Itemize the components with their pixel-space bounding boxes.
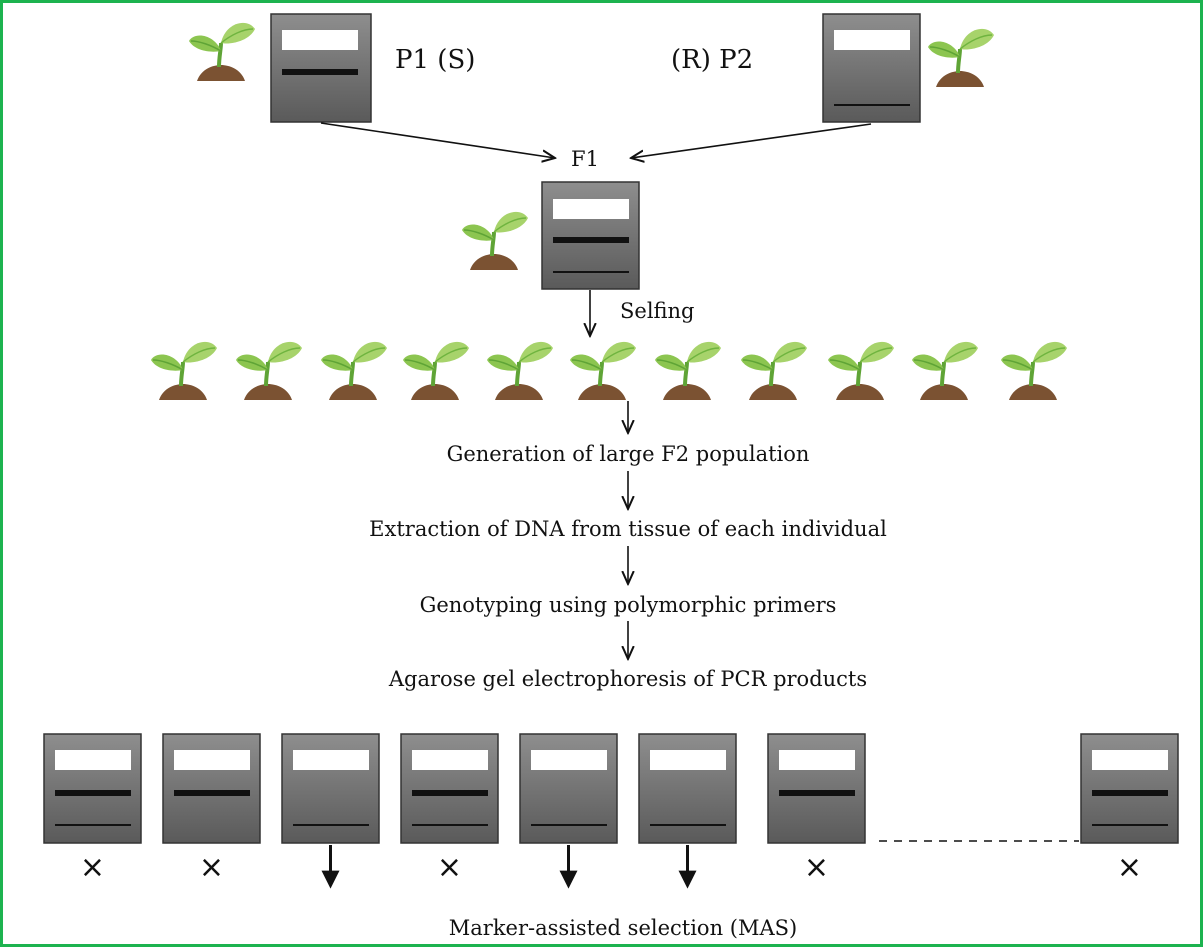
mas-diagram: P1 (S) (R) P2 F1 Selfing bbox=[43, 13, 1179, 940]
rejected-cross-icon: × bbox=[1117, 850, 1142, 885]
gel-f2-6 bbox=[638, 733, 737, 844]
seedling-icon-p1 bbox=[187, 20, 257, 83]
seedling-icon-p2 bbox=[926, 26, 996, 89]
label-p2: (R) P2 bbox=[671, 45, 753, 75]
label-f1: F1 bbox=[571, 147, 599, 171]
gel-band-thin bbox=[1092, 824, 1168, 826]
arrow-icon bbox=[320, 122, 555, 158]
gel-f1 bbox=[541, 181, 640, 290]
gel-f2-3 bbox=[281, 733, 380, 844]
gel-p1 bbox=[270, 13, 372, 123]
gel-f2-8 bbox=[1080, 733, 1179, 844]
step-genotyping: Genotyping using polymorphic primers bbox=[420, 593, 837, 617]
gel-band-thin bbox=[650, 824, 726, 826]
seedling-icon bbox=[568, 339, 638, 402]
seedling-icon bbox=[653, 339, 723, 402]
gel-band-thick bbox=[55, 790, 131, 796]
seedling-icon bbox=[826, 339, 896, 402]
rejected-cross-icon: × bbox=[437, 850, 462, 885]
seedling-icon bbox=[739, 339, 809, 402]
seedling-icon bbox=[319, 339, 389, 402]
arrow-icon bbox=[631, 123, 872, 158]
label-selfing: Selfing bbox=[620, 299, 695, 323]
gel-band-thick bbox=[779, 790, 855, 796]
label-p1: P1 (S) bbox=[395, 45, 475, 75]
gel-band-thick bbox=[174, 790, 250, 796]
gel-band-thin bbox=[412, 824, 488, 826]
rejected-cross-icon: × bbox=[199, 850, 224, 885]
gel-f2-4 bbox=[400, 733, 499, 844]
gel-f2-5 bbox=[519, 733, 618, 844]
gel-band-thick bbox=[412, 790, 488, 796]
footer-mas: Marker-assisted selection (MAS) bbox=[449, 916, 797, 940]
rejected-cross-icon: × bbox=[804, 850, 829, 885]
step-dna-extraction: Extraction of DNA from tissue of each in… bbox=[369, 517, 887, 541]
seedling-icon bbox=[999, 339, 1069, 402]
gel-band-thin bbox=[293, 824, 369, 826]
seedling-icon bbox=[485, 339, 555, 402]
gel-f2-1 bbox=[43, 733, 142, 844]
gel-band-thick bbox=[1092, 790, 1168, 796]
gel-f2-2 bbox=[162, 733, 261, 844]
step-f2-population: Generation of large F2 population bbox=[447, 442, 810, 466]
rejected-cross-icon: × bbox=[80, 850, 105, 885]
f2-seedling-row bbox=[149, 339, 1069, 402]
gel-p2 bbox=[822, 13, 921, 123]
gel-band-thin bbox=[531, 824, 607, 826]
step-electrophoresis: Agarose gel electrophoresis of PCR produ… bbox=[388, 667, 867, 691]
f2-gel-row: × × × × × bbox=[43, 733, 1179, 889]
gel-f2-7 bbox=[767, 733, 866, 844]
gel-band-thin bbox=[55, 824, 131, 826]
seedling-icon bbox=[234, 339, 304, 402]
seedling-icon bbox=[401, 339, 471, 402]
seedling-icon-f1 bbox=[460, 209, 530, 272]
seedling-icon bbox=[910, 339, 980, 402]
seedling-icon bbox=[149, 339, 219, 402]
